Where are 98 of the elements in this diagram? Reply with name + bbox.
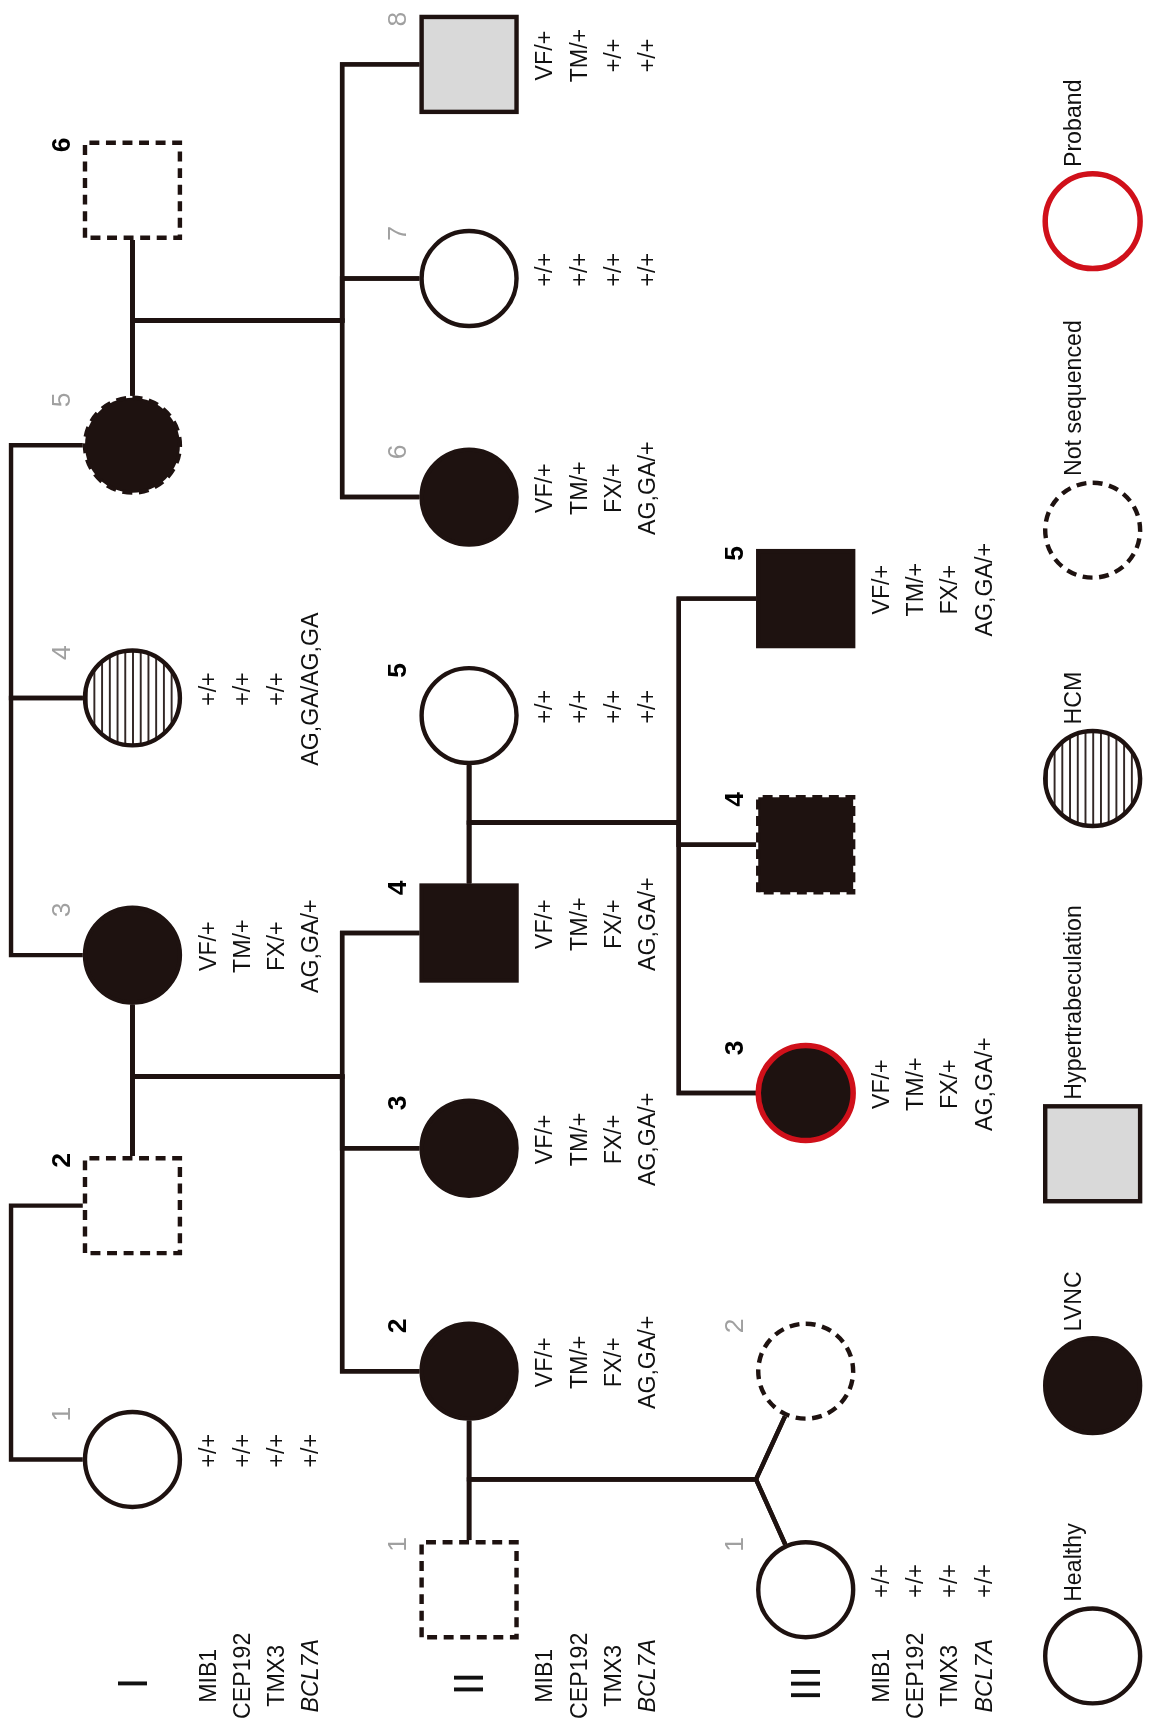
pedigree-line — [8, 1203, 83, 1462]
individual-number: 1 — [720, 1537, 748, 1552]
gene-label: TMX3 — [264, 1644, 288, 1707]
individual-number: 8 — [384, 11, 411, 27]
gene-label: BCL7A — [298, 1639, 322, 1713]
genotype-label: VF/+ — [532, 899, 556, 949]
gene-label: MIB1 — [195, 1648, 220, 1703]
genotype-label: +/+ — [298, 1433, 322, 1468]
genotype-label: +/+ — [971, 1564, 995, 1598]
pedigree-line — [466, 596, 757, 825]
genotype-label: +/+ — [869, 1564, 893, 1598]
pedigree-line — [8, 443, 83, 701]
genotype-label: AG,GA/+ — [971, 1037, 995, 1131]
individual-number: 3 — [720, 1040, 748, 1056]
genotype-label: +/+ — [566, 252, 590, 287]
genotype-label: +/+ — [264, 672, 288, 706]
genotype-label: +/+ — [230, 1433, 254, 1468]
gene-label: MIB1 — [532, 1648, 556, 1703]
genotype-label: AG,GA/+ — [635, 441, 659, 535]
individual-number: 5 — [720, 546, 748, 561]
gene-label: BCL7A — [635, 1639, 659, 1713]
genotype-label: AG,GA/+ — [635, 1092, 659, 1187]
pedigree-line — [130, 62, 420, 323]
genotype-label: AG,GA/+ — [635, 877, 659, 971]
individual-number: 1 — [47, 1406, 74, 1422]
genotype-label: TM/+ — [566, 897, 590, 951]
individual-number: 6 — [47, 137, 74, 153]
genotype-label: AG,GA/+ — [971, 543, 995, 637]
genotype-label: TM/+ — [903, 1057, 927, 1111]
genotype-label: TM/+ — [566, 1112, 590, 1167]
pedigree-line — [130, 930, 420, 1079]
genotype-label: +/+ — [532, 252, 556, 287]
genotype-label: +/+ — [635, 690, 659, 724]
genotype-label: +/+ — [230, 672, 254, 706]
legend-label: Not sequenced — [1061, 320, 1085, 477]
individual-number: 3 — [47, 902, 74, 918]
genotype-label: FX/+ — [937, 565, 961, 615]
individual-number: 6 — [384, 444, 411, 460]
genotype-label: FX/+ — [264, 921, 288, 972]
genotype-label: +/+ — [903, 1564, 927, 1598]
gene-label: MIB1 — [869, 1648, 893, 1703]
genotype-label: VF/+ — [195, 921, 220, 972]
genotype-label: TM/+ — [566, 461, 590, 515]
gene-label: TMX3 — [937, 1644, 961, 1707]
genotype-label: AG,GA/+ — [298, 899, 322, 993]
individual-number: 5 — [384, 662, 411, 678]
genotype-label: VF/+ — [532, 463, 556, 514]
genotype-label: TM/+ — [566, 1335, 590, 1390]
gene-label: TMX3 — [600, 1644, 625, 1707]
genotype-label: +/+ — [937, 1564, 961, 1598]
pedigree-line — [466, 1415, 787, 1482]
genotype-label: FX/+ — [600, 463, 625, 514]
genotype-label: VF/+ — [532, 30, 556, 81]
generation-label: III — [784, 1666, 827, 1702]
legend-label: Proband — [1061, 79, 1085, 168]
genotype-label: TM/+ — [230, 919, 254, 973]
legend-label: Hypertrabeculation — [1061, 905, 1085, 1100]
genotype-label: +/+ — [195, 1433, 220, 1468]
individual-number: 4 — [47, 645, 74, 661]
genotype-label: FX/+ — [600, 1337, 625, 1388]
genotype-label: +/+ — [600, 38, 625, 73]
genotype-label: VF/+ — [532, 1337, 556, 1388]
individual-number: 4 — [384, 880, 411, 896]
genotype-label: VF/+ — [532, 1114, 556, 1165]
genotype-label: +/+ — [635, 38, 659, 73]
legend-label: HCM — [1061, 671, 1085, 725]
genotype-label: FX/+ — [600, 899, 625, 949]
genotype-label: VF/+ — [869, 565, 893, 615]
genotype-label: +/+ — [635, 252, 659, 287]
gene-label: CEP192 — [230, 1632, 254, 1719]
genotype-label: +/+ — [566, 690, 590, 724]
individual-number: 5 — [47, 392, 74, 408]
individual-number: 1 — [384, 1537, 411, 1552]
genotype-label: +/+ — [264, 1433, 288, 1468]
genotype-label: +/+ — [195, 672, 220, 706]
generation-label: II — [448, 1671, 491, 1696]
genotype-label: +/+ — [532, 690, 556, 724]
gene-label: CEP192 — [903, 1632, 927, 1719]
genotype-label: TM/+ — [566, 28, 590, 83]
individual-number: 4 — [720, 792, 748, 807]
gene-label: CEP192 — [566, 1632, 590, 1719]
genotype-label: +/+ — [600, 690, 625, 724]
legend-label: Healthy — [1061, 1523, 1085, 1602]
genotype-label: +/+ — [600, 252, 625, 287]
genotype-label: FX/+ — [937, 1059, 961, 1110]
individual-number: 2 — [47, 1153, 74, 1168]
gene-label: BCL7A — [971, 1639, 995, 1713]
individual-number: 7 — [384, 225, 411, 241]
generation-label: I — [111, 1677, 154, 1690]
genotype-label: AG,GA/AG,GA — [298, 612, 322, 766]
individual-number: 3 — [384, 1095, 411, 1111]
genotype-label: AG,GA/+ — [635, 1315, 659, 1410]
individual-number: 2 — [384, 1318, 411, 1334]
genotype-label: FX/+ — [600, 1114, 625, 1165]
legend-label: LVNC — [1061, 1271, 1085, 1332]
genotype-label: VF/+ — [869, 1059, 893, 1110]
individual-number: 2 — [720, 1318, 748, 1334]
genotype-label: TM/+ — [903, 563, 927, 617]
